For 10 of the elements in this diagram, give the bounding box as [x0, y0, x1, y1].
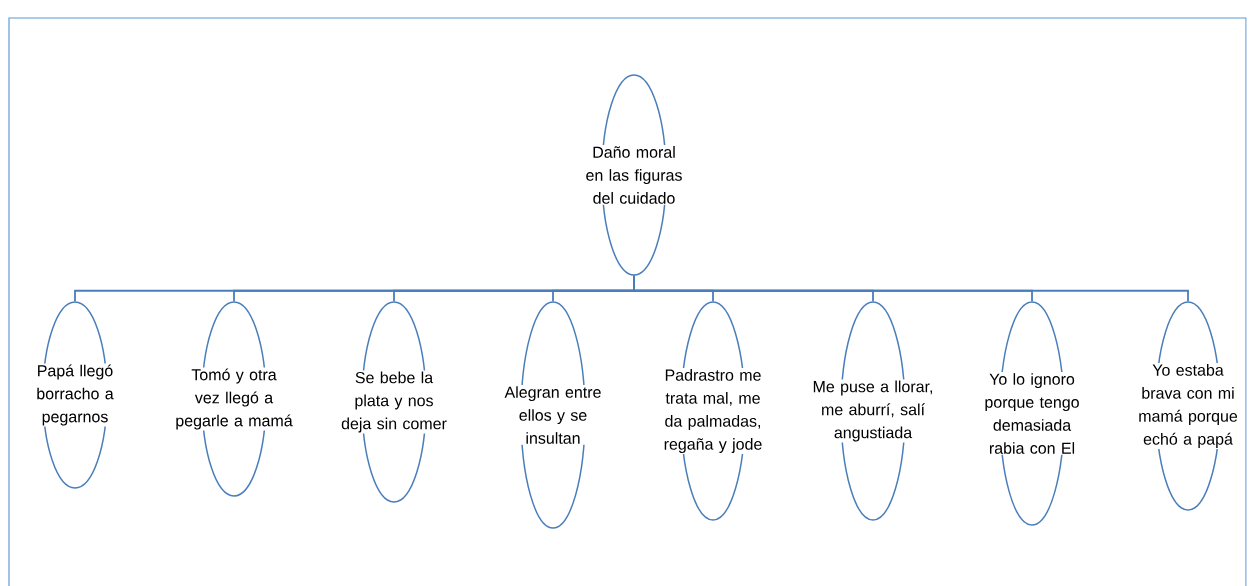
ellipse-node: Padrastro me trata mal, me da palmadas, regaña y jode — [650, 301, 776, 521]
ellipse-node: Yo estaba brava con mi mamá porque echó a papá — [1131, 301, 1245, 511]
ellipse-node: Se bebe la plata y nos deja sin comer — [331, 301, 457, 503]
ellipse-node: Yo lo ignoro porque tengo demasiada rabia con El — [969, 301, 1095, 526]
ellipse-node: Me puse a llorar, me aburrí, salí angustiada — [810, 301, 936, 521]
ellipse-node: Papá llegó borracho a pegarnos — [12, 301, 138, 489]
connector-line — [633, 274, 1189, 303]
ellipse-node: Tomó y otra vez llegó a pegarle a mamá — [171, 301, 297, 497]
ellipse-node: Daño moral en las figuras del cuidado — [568, 74, 700, 276]
ellipse-node: Alegran entre ellos y se insultan — [490, 301, 616, 529]
